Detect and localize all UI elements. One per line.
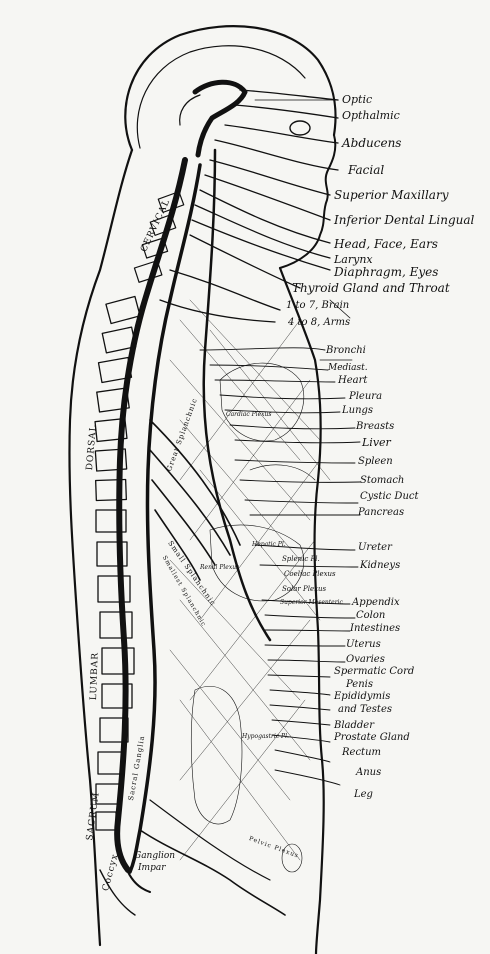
label-coeliac-plexus: Coeliac Plexus xyxy=(284,570,336,578)
label-facial: Facial xyxy=(348,163,385,177)
label-lungs: Lungs xyxy=(342,405,374,416)
label-liver: Liver xyxy=(362,436,391,449)
label-pancreas: Pancreas xyxy=(358,507,405,518)
label-heart: Heart xyxy=(338,375,368,386)
label-breasts: Breasts xyxy=(356,421,395,432)
label-hepatic-pl: Hepatic Pl. xyxy=(252,541,286,548)
label-spleen: Spleen xyxy=(358,456,393,467)
label-splenic-pl: Splenic Pl. xyxy=(282,555,320,563)
front-contour xyxy=(278,266,325,954)
skull-outline xyxy=(124,25,337,152)
label-and-testes: and Testes xyxy=(338,704,392,715)
label-bronchi: Bronchi xyxy=(326,345,366,356)
label-cystic-duct: Cystic Duct xyxy=(360,491,419,502)
label-impar: Impar xyxy=(138,863,166,873)
label-diaphragm-eyes: Diaphragm, Eyes xyxy=(334,265,439,279)
sympathetic-trunk xyxy=(128,163,202,874)
label-prostate: Prostate Gland xyxy=(334,732,410,743)
label-ureter: Ureter xyxy=(358,542,392,553)
vertebrae xyxy=(94,295,141,831)
label-rectum: Rectum xyxy=(342,747,381,758)
label-head-face-ears: Head, Face, Ears xyxy=(334,237,438,251)
label-hypogastric: Hypogastric Pl. xyxy=(242,733,289,740)
label-uterus: Uterus xyxy=(346,639,381,650)
label-anus: Anus xyxy=(356,767,382,778)
label-ovaries: Ovaries xyxy=(346,654,385,665)
label-superior-maxillary: Superior Maxillary xyxy=(334,188,449,202)
label-larynx: Larynx xyxy=(334,253,373,266)
label-abducens: Abducens xyxy=(342,136,402,150)
label-optic: Optic xyxy=(342,93,373,106)
label-pleura: Pleura xyxy=(349,391,383,402)
spinal-cord xyxy=(114,157,188,873)
face-profile xyxy=(279,134,337,269)
back-contour xyxy=(68,148,134,947)
label-opthalmic: Opthalmic xyxy=(342,109,400,122)
label-inferior-dental-lingual: Inferior Dental Lingual xyxy=(334,213,475,227)
label-epididymis: Epididymis xyxy=(334,691,391,702)
label-arms: 4 to 8, Arms xyxy=(288,317,351,328)
inner-skull xyxy=(136,45,306,149)
label-bladder: Bladder xyxy=(334,720,375,731)
label-thyroid-throat: Thyroid Gland and Throat xyxy=(292,281,450,295)
label-leg: Leg xyxy=(354,789,373,800)
label-cardiac-plexus: Cardiac Plexus xyxy=(226,411,272,418)
label-penis: Penis xyxy=(346,679,373,690)
label-lumbar: LUMBAR xyxy=(89,651,101,701)
label-stomach: Stomach xyxy=(360,475,405,486)
label-intestines: Intestines xyxy=(350,623,401,634)
label-mediast: Mediast. xyxy=(328,363,368,373)
organ-fields xyxy=(190,362,316,873)
label-colon: Colon xyxy=(356,610,386,621)
label-ganglion: Ganglion xyxy=(134,851,176,861)
label-spermatic-cord: Spermatic Cord xyxy=(334,666,415,677)
label-brain: 1 to 7, Brain xyxy=(286,300,350,311)
label-appendix: Appendix xyxy=(352,597,400,608)
label-superior-mesenteric: Superior Mesenteric xyxy=(280,599,343,606)
label-solar-plexus: Solar Plexus xyxy=(282,585,327,593)
label-kidneys: Kidneys xyxy=(360,560,401,571)
label-renal-plexus: Renal Plexus xyxy=(200,564,240,571)
brain-mass xyxy=(192,79,248,158)
